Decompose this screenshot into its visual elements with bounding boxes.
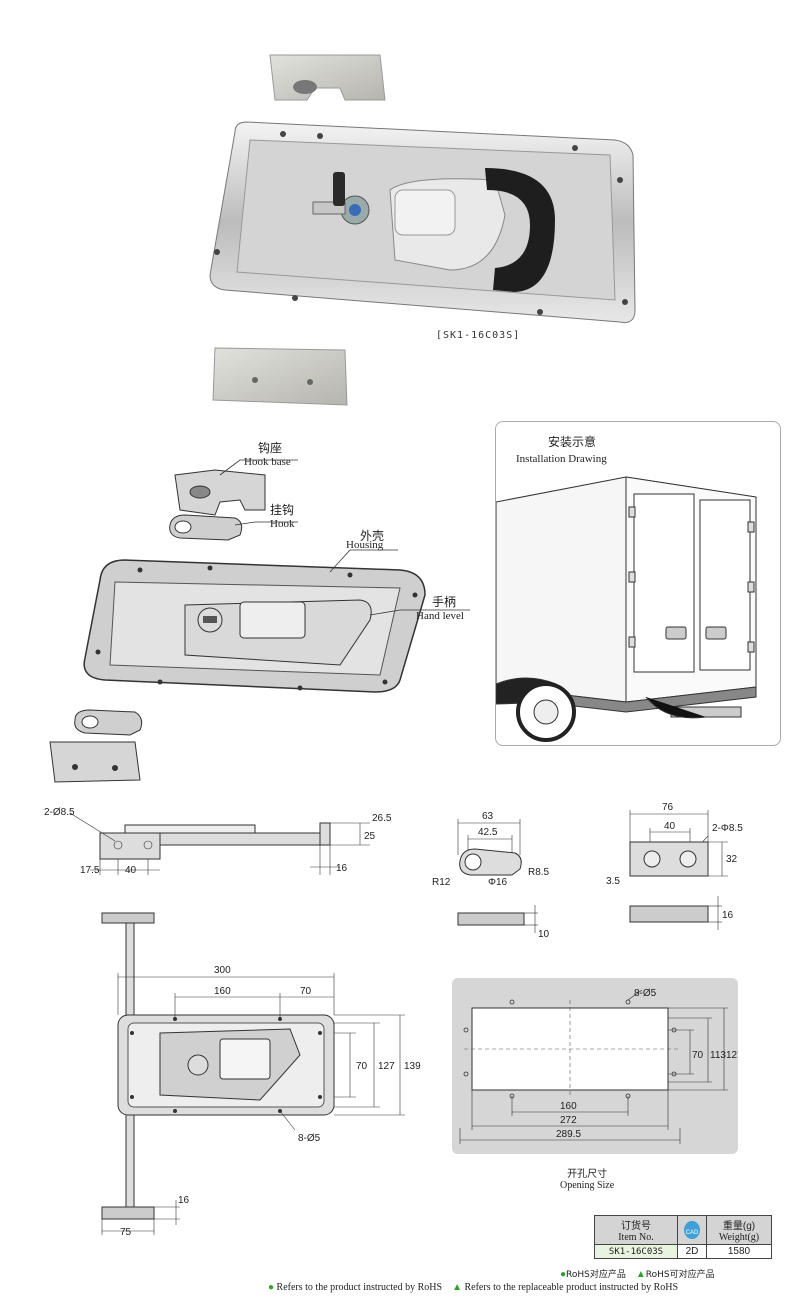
installation-title-cn: 安装示意 xyxy=(548,434,596,449)
hook-base-label-cn: 钩座 xyxy=(258,440,282,455)
hook-base-label-en: Hook base xyxy=(244,456,291,468)
hook-detail: 63 42.5 R12 Φ16 R8.5 10 xyxy=(420,805,580,955)
hook-label-en: Hook xyxy=(270,518,295,530)
side-40-dim: 40 xyxy=(125,865,137,876)
installation-panel: 安装示意 Installation Drawing xyxy=(495,421,781,746)
side-25-dim: 25 xyxy=(364,831,376,842)
item-no-header-cn: 订货号 xyxy=(621,1221,651,1232)
base-40-dim: 40 xyxy=(664,821,676,832)
cad-cell: 2D xyxy=(677,1244,707,1259)
front-70v-dim: 70 xyxy=(356,1061,368,1072)
item-no-header: 订货号 Item No. xyxy=(594,1215,678,1245)
cad-icon: CAD xyxy=(684,1221,700,1239)
front-view: 300 160 70 70 127 139 8-Ø5 16 75 xyxy=(80,905,460,1245)
hook-label-cn: 挂钩 xyxy=(270,503,294,517)
front-75-dim: 75 xyxy=(120,1227,132,1238)
hook-base-detail: 76 40 2-Φ8.5 32 3.5 16 xyxy=(600,800,790,940)
rohs-triangle-icon-en: ▲ xyxy=(452,1282,462,1293)
rohs-triangle-icon: ▲ xyxy=(635,1269,646,1280)
rohs-replace-cn-text: RoHS可对应产品 xyxy=(645,1270,715,1280)
base-35-dim: 3.5 xyxy=(606,876,620,887)
front-127-dim: 127 xyxy=(378,1061,395,1072)
rohs-cn-text: RoHS对应产品 xyxy=(566,1270,626,1280)
cad-header: CAD xyxy=(677,1215,707,1245)
hook-base-photo xyxy=(269,54,386,101)
legend-row-en: ● Refers to the product instructed by Ro… xyxy=(268,1282,678,1293)
housing-label-cn: 外壳 xyxy=(360,529,384,543)
spec-table: 订货号 Item No. CAD 重量(g) Weight(g) SK1-16C… xyxy=(594,1215,772,1259)
opening-272-dim: 272 xyxy=(560,1115,577,1126)
housing-photo xyxy=(209,121,636,323)
opening-113-dim: 113 xyxy=(710,1050,726,1061)
weight-header-en: Weight(g) xyxy=(718,1232,760,1243)
hook-phi16-dim: Φ16 xyxy=(488,877,508,888)
hook-63-dim: 63 xyxy=(482,811,494,822)
item-no-cell: SK1-16C03S xyxy=(594,1244,678,1259)
hook-r12-dim: R12 xyxy=(432,877,451,888)
hand-level-label-en: Hand level xyxy=(416,610,464,622)
opening-size-panel: 8-Ø5 70 113 127 160 272 289.5 xyxy=(452,978,738,1154)
opening-holes-dim: 8-Ø5 xyxy=(634,988,657,999)
front-160-dim: 160 xyxy=(214,986,231,997)
front-70-dim: 70 xyxy=(300,986,312,997)
weight-header: 重量(g) Weight(g) xyxy=(706,1215,772,1245)
opening-title-cn: 开孔尺寸 xyxy=(567,1169,608,1180)
hook-10-dim: 10 xyxy=(538,929,550,940)
housing-label-en: Housing xyxy=(346,539,384,551)
side-16-dim: 16 xyxy=(336,863,348,874)
housing-part xyxy=(83,559,426,693)
hook-part xyxy=(169,514,243,541)
lower-hook-part xyxy=(74,709,143,736)
base-16-dim: 16 xyxy=(722,910,734,921)
opening-title: 开孔尺寸 Opening Size xyxy=(560,1165,614,1191)
spec-table-wrap: 订货号 Item No. CAD 重量(g) Weight(g) SK1-16C… xyxy=(594,1215,772,1259)
product-caption: [SK1-16C03S] xyxy=(436,330,521,341)
front-16-dim: 16 xyxy=(178,1195,190,1206)
hook-r85-dim: R8.5 xyxy=(528,867,550,878)
hook-base-part xyxy=(174,469,266,516)
rohs-dot-icon-en: ● xyxy=(268,1282,275,1293)
front-holes-dim: 8-Ø5 xyxy=(298,1133,321,1144)
rohs-en-text: Refers to the product instructed by RoHS xyxy=(276,1282,443,1293)
base-76-dim: 76 xyxy=(662,802,674,813)
opening-70-dim: 70 xyxy=(692,1050,704,1061)
front-300-dim: 300 xyxy=(214,965,231,976)
opening-2895-dim: 289.5 xyxy=(556,1129,581,1140)
weight-cell: 1580 xyxy=(706,1244,772,1259)
exploded-view: 钩座 Hook base 挂钩 Hook 外壳 Housing 手柄 Hand … xyxy=(40,430,490,790)
base-holes-dim: 2-Φ8.5 xyxy=(712,823,743,834)
side-view: 2-Ø8.5 26.5 25 17.5 40 16 xyxy=(30,805,410,885)
installation-title-en: Installation Drawing xyxy=(516,453,607,465)
hand-level-label-cn: 手柄 xyxy=(432,595,456,609)
lower-block-part xyxy=(49,741,141,783)
legend-row-cn: ●RoHS对应产品 ▲RoHS可对应产品 xyxy=(560,1267,715,1280)
hook-425-dim: 42.5 xyxy=(478,827,498,838)
truck-drawing xyxy=(496,476,757,742)
product-photo xyxy=(195,40,655,410)
opening-title-en: Opening Size xyxy=(560,1180,615,1191)
front-139-dim: 139 xyxy=(404,1061,421,1072)
side-265-dim: 26.5 xyxy=(372,813,392,824)
rohs-dot-icon: ● xyxy=(560,1269,567,1280)
side-holes-dim: 2-Ø8.5 xyxy=(44,807,75,818)
opening-160-dim: 160 xyxy=(560,1101,577,1112)
weight-header-cn: 重量(g) xyxy=(722,1221,756,1232)
hook-block-photo xyxy=(212,347,348,406)
rohs-replace-en-text: Refers to the replaceable product instru… xyxy=(464,1282,679,1293)
item-no-header-en: Item No. xyxy=(618,1232,654,1243)
opening-127-dim: 127 xyxy=(726,1050,738,1061)
side-175-dim: 17.5 xyxy=(80,865,100,876)
base-32-dim: 32 xyxy=(726,854,738,865)
